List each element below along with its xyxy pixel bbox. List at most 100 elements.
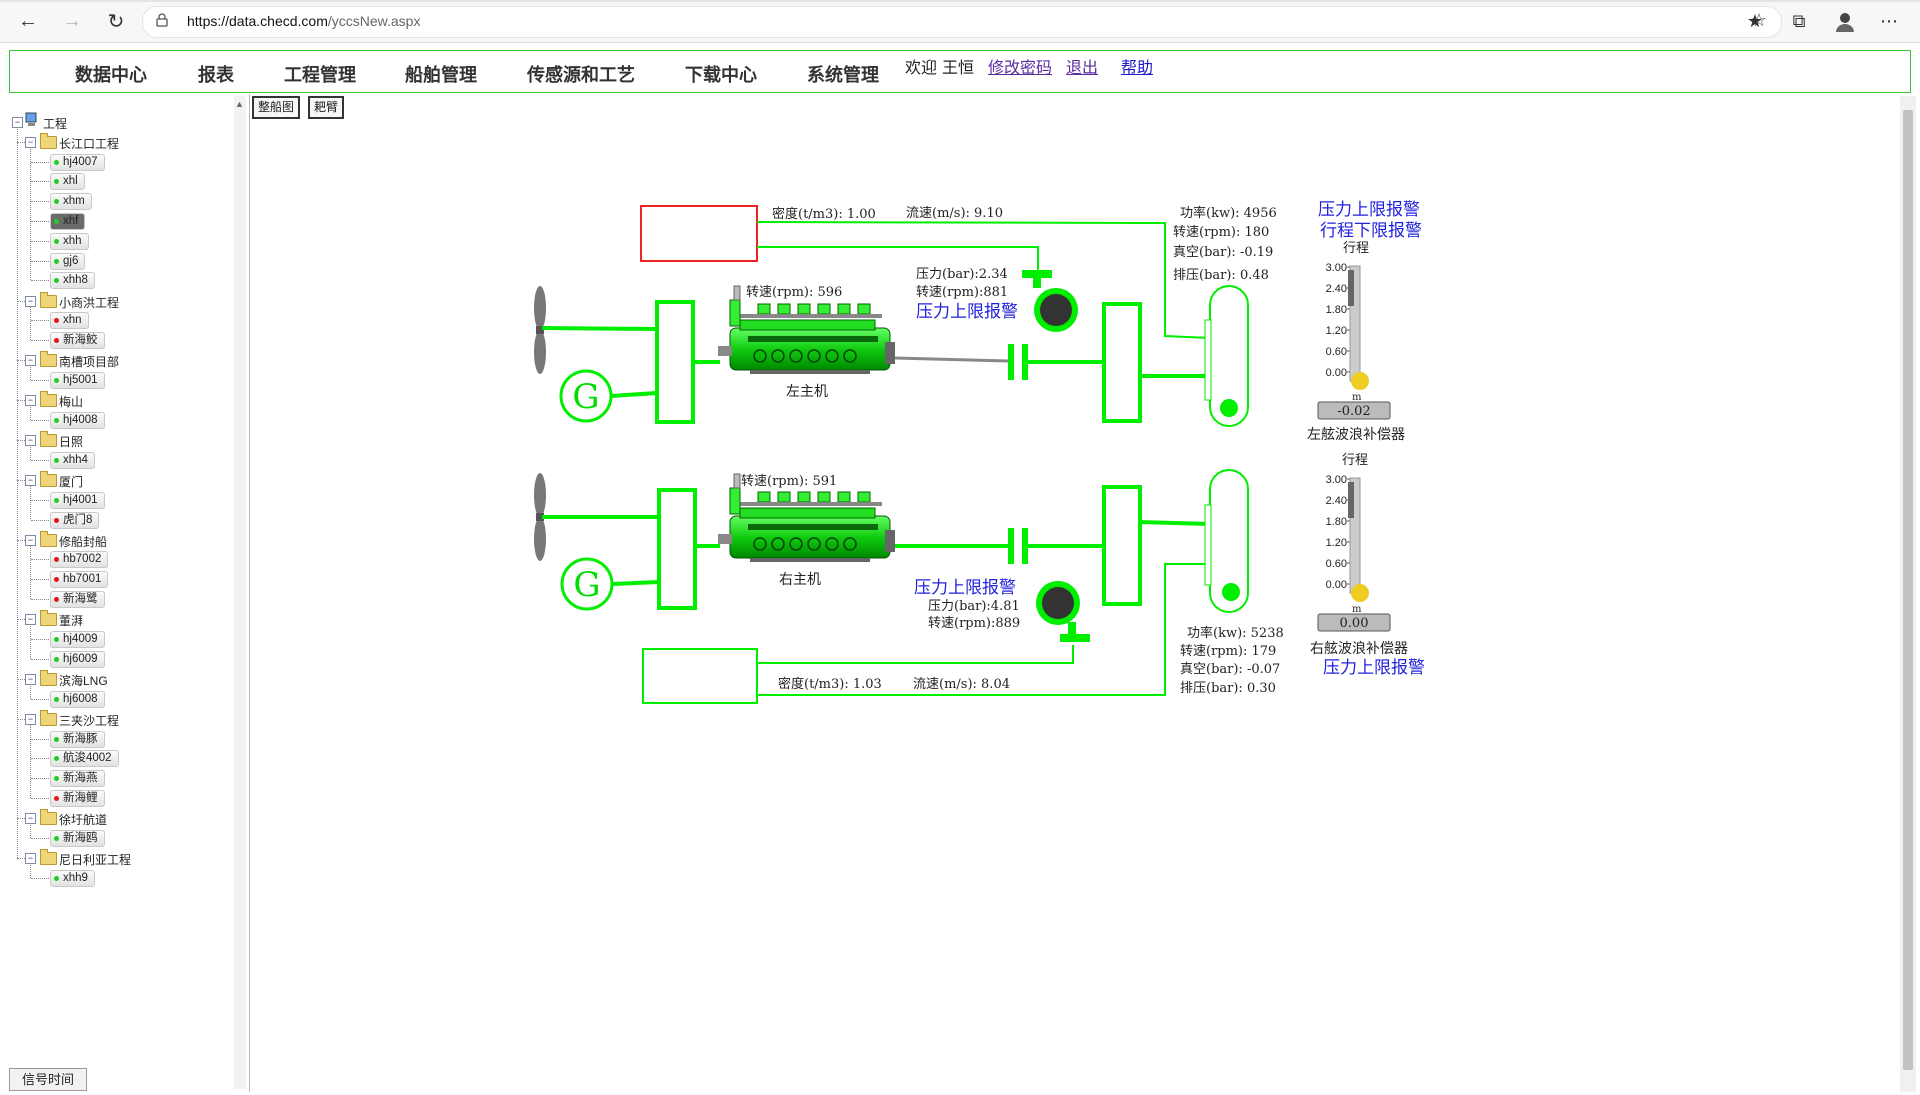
ship-button[interactable]: 新海鹭 — [50, 591, 105, 608]
add-favorite-icon[interactable]: ☆ — [1750, 10, 1767, 30]
ship-button[interactable]: hj6008 — [50, 690, 105, 708]
status-dot — [54, 656, 59, 662]
ship-name: hj6008 — [63, 692, 98, 705]
change-password-link[interactable]: 修改密码 — [988, 60, 1053, 77]
status-dot — [54, 756, 59, 762]
more-options-icon[interactable]: ⋯ — [1880, 10, 1898, 31]
ship-button[interactable]: 新海鸥 — [50, 829, 105, 847]
ship-button[interactable]: gj6 — [50, 252, 86, 270]
signal-time-button[interactable]: 信号时间 — [9, 1068, 87, 1091]
ship-name: xhn — [63, 314, 82, 327]
tab-strip-edge — [0, 0, 1920, 2]
status-dot — [54, 835, 59, 841]
help-link[interactable]: 帮助 — [1121, 60, 1154, 77]
ship-button[interactable]: xhl — [50, 173, 85, 191]
address-bar[interactable]: https://data.checd.com/yccsNew.aspx ☆ — [142, 6, 1782, 38]
ship-name: 航浚4002 — [63, 752, 112, 765]
back-icon[interactable]: ← — [18, 9, 38, 32]
tree-group-label[interactable]: 董湃 — [59, 614, 84, 629]
ship-button[interactable]: 新海鲤 — [50, 789, 105, 807]
forward-icon[interactable]: → — [62, 9, 82, 32]
status-dot — [54, 517, 59, 523]
ship-button[interactable]: xhf — [50, 213, 86, 230]
ship-button[interactable]: xhh8 — [50, 272, 95, 290]
main-scrollbar[interactable] — [1900, 96, 1916, 1092]
status-dot — [54, 696, 59, 702]
ship-name: xhf — [63, 215, 79, 227]
logout-link[interactable]: 退出 — [1066, 60, 1099, 77]
ship-button[interactable]: 新海豚 — [50, 730, 105, 748]
status-dot — [54, 736, 59, 742]
status-dot — [54, 795, 59, 801]
ship-button[interactable]: hj4001 — [50, 491, 105, 509]
status-dot — [54, 378, 59, 383]
ship-button[interactable]: hj4008 — [50, 411, 105, 429]
welcome-text: 欢迎 — [905, 60, 938, 77]
refresh-icon[interactable]: ↻ — [107, 10, 125, 33]
profile-avatar-icon[interactable] — [1832, 9, 1858, 33]
ship-button[interactable]: xhh — [50, 232, 89, 250]
folder-icon — [40, 610, 57, 627]
tree-group-label[interactable]: 厦门 — [59, 474, 84, 489]
ship-button[interactable]: hj6009 — [50, 650, 105, 668]
user-name: 王恒 — [942, 60, 975, 77]
ship-button[interactable]: xhh4 — [50, 451, 95, 469]
tree-group-label[interactable]: 南槽项目部 — [59, 355, 120, 370]
tree-scrollbar[interactable]: ▲ — [234, 96, 246, 1089]
ship-button[interactable]: xhh9 — [50, 869, 95, 887]
ship-name: 新海鸥 — [63, 831, 98, 844]
status-dot — [54, 219, 59, 224]
folder-icon — [40, 291, 57, 308]
favorites-icon[interactable]: ★ — [1746, 10, 1764, 31]
ship-name: hj4009 — [63, 632, 98, 645]
tab-drag-arm[interactable]: 耙臂 — [308, 96, 345, 119]
ship-button[interactable]: 新海燕 — [50, 770, 105, 788]
menu-reports[interactable]: 报表 — [198, 65, 234, 85]
ship-button[interactable]: 虎门8 — [50, 511, 100, 529]
ship-button[interactable]: hj4007 — [50, 153, 105, 171]
ship-name: 新海豚 — [63, 732, 98, 745]
tree-group-label[interactable]: 三夹沙工程 — [59, 713, 120, 728]
ship-button[interactable]: 航浚4002 — [50, 750, 119, 768]
ship-name: hb7002 — [63, 553, 102, 566]
tree-group-label[interactable]: 日照 — [59, 435, 84, 449]
ship-button[interactable]: hj4009 — [50, 630, 105, 648]
tree-group-label[interactable]: 小商洪工程 — [59, 295, 120, 310]
tree-group-label[interactable]: 长江口工程 — [59, 136, 120, 151]
ship-name: 新海鲛 — [63, 334, 98, 347]
ship-button[interactable]: xhm — [50, 193, 92, 211]
ship-name: gj6 — [63, 254, 79, 267]
tree-group-label[interactable]: 滨海LNG — [59, 673, 108, 688]
ship-button[interactable]: hb7001 — [50, 571, 109, 589]
ship-name: hj5001 — [63, 374, 98, 386]
tree-group-label[interactable]: 修船封船 — [59, 534, 108, 549]
folder-icon — [40, 391, 57, 408]
tab-whole-ship[interactable]: 整船图 — [252, 96, 301, 119]
url-path: /yccsNew.aspx — [327, 13, 421, 29]
tree-group-label[interactable]: 尼日利亚工程 — [59, 852, 132, 867]
ship-button[interactable]: hb7002 — [50, 551, 109, 569]
scrollbar-thumb[interactable] — [1903, 110, 1913, 1070]
tree-root-label[interactable]: 工程 — [43, 117, 68, 131]
ship-name: xhm — [63, 195, 85, 208]
computer-icon — [25, 112, 37, 126]
menu-data-center[interactable]: 数据中心 — [75, 65, 147, 85]
menu-project-management[interactable]: 工程管理 — [284, 65, 356, 85]
folder-icon — [40, 669, 57, 686]
ship-button[interactable]: 新海鲛 — [50, 332, 105, 350]
menu-download-center[interactable]: 下载中心 — [685, 65, 757, 85]
status-dot — [54, 338, 59, 344]
lock-icon — [156, 13, 168, 27]
menu-ship-management[interactable]: 船舶管理 — [405, 65, 477, 85]
menu-sensor-source[interactable]: 传感源和工艺 — [527, 65, 635, 85]
tree-group-label[interactable]: 徐圩航道 — [59, 813, 108, 827]
ship-button[interactable]: xhn — [50, 312, 89, 330]
collections-icon[interactable]: ⧉ — [1792, 10, 1806, 31]
ship-button[interactable]: hj5001 — [50, 372, 105, 389]
menu-system-management[interactable]: 系统管理 — [807, 65, 879, 85]
folder-icon — [40, 530, 57, 547]
ship-name: xhl — [63, 175, 78, 188]
folder-icon — [40, 132, 57, 149]
tree-group-label[interactable]: 梅山 — [59, 395, 84, 410]
